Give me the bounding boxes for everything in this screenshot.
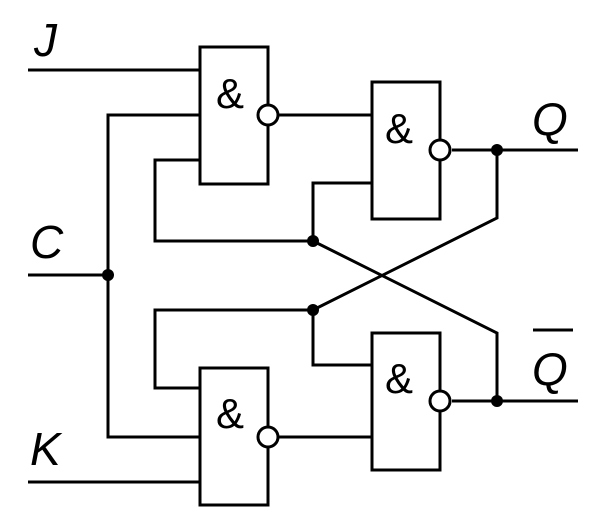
gate-symbol-3: & <box>216 390 244 437</box>
wire-cross-qbar-to-top <box>312 239 499 401</box>
wire-cross-q-to-bottom <box>312 150 499 312</box>
wire-latch-bottom-input <box>311 310 372 367</box>
junction-dot-q-bar <box>491 395 503 407</box>
junction-dot-bottom-feedback <box>307 304 319 316</box>
label-c: C <box>30 216 64 268</box>
wire-feedback-top <box>153 158 313 243</box>
label-q-bar: Q <box>532 343 568 395</box>
inverter-bubble-3 <box>256 425 280 449</box>
gate-symbol-2: & <box>385 105 413 152</box>
label-q: Q <box>532 93 568 145</box>
inverter-bubble-2 <box>428 138 452 162</box>
junction-dot-clock <box>102 269 114 281</box>
wire-latch-top-input <box>311 181 372 241</box>
label-j: J <box>33 14 58 66</box>
gate-symbol-4: & <box>385 355 413 402</box>
label-k: K <box>30 423 63 475</box>
inverter-bubble-1 <box>256 103 280 127</box>
wire-feedback-bottom <box>153 308 313 390</box>
junction-dot-q <box>491 144 503 156</box>
gate-symbol-1: & <box>216 70 244 117</box>
junction-dot-top-feedback <box>307 235 319 247</box>
inverter-bubble-4 <box>428 389 452 413</box>
